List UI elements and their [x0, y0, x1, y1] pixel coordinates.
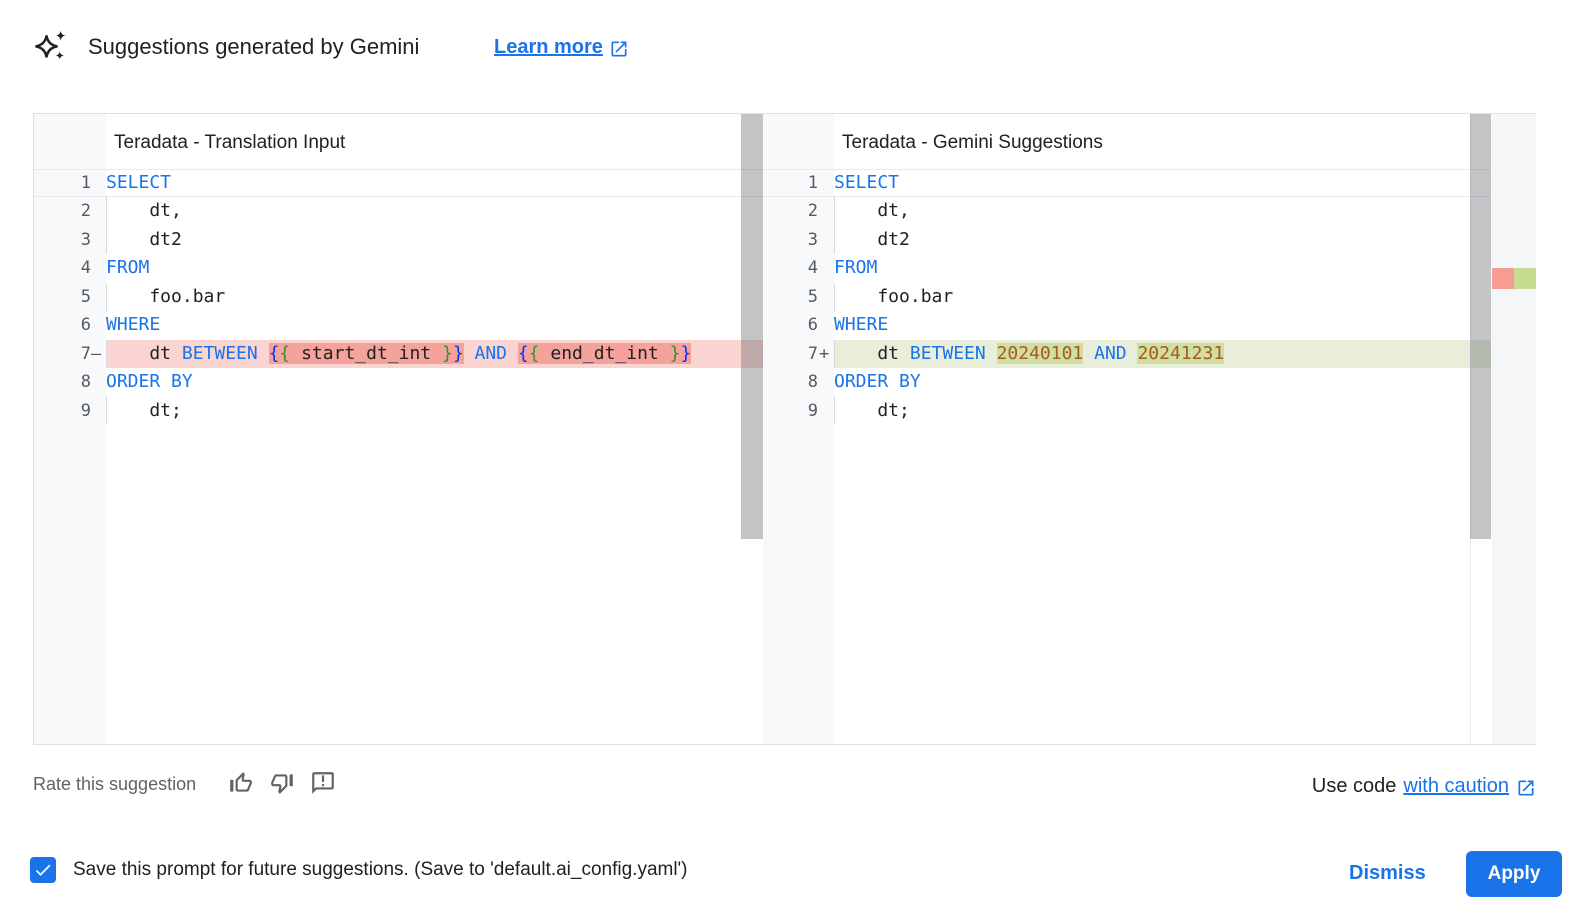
code-line: 4 FROM — [34, 254, 763, 282]
line-number: 7— — [34, 340, 106, 368]
translation-input-editor: Teradata - Translation Input 1 SELECT 2 dt… — [34, 114, 763, 744]
gemini-suggestions-editor: Teradata - Gemini Suggestions 1 SELECT 2 d… — [763, 114, 1536, 744]
code-text: SELECT — [106, 172, 172, 193]
code-text: dt2 — [106, 225, 763, 255]
line-number: 2 — [807, 201, 818, 222]
diff-viewer: Teradata - Translation Input 1 SELECT 2 dt… — [33, 113, 1536, 745]
code-line: 5 foo.bar — [34, 282, 763, 312]
line-number: 3 — [807, 229, 818, 250]
learn-more-label: Learn more — [494, 36, 603, 58]
code-text: dt BETWEEN 20240101 AND 20241231 — [834, 339, 1491, 369]
code-text: FROM — [834, 257, 878, 279]
code-text: WHERE — [106, 314, 161, 336]
right-scrollbar-thumb[interactable] — [1470, 114, 1491, 539]
code-text: dt, — [106, 197, 763, 227]
code-text: foo.bar — [834, 282, 1491, 312]
code-text: dt BETWEEN {{ start_dt_int }} AND {{ end… — [106, 339, 763, 369]
code-line: 5 foo.bar — [763, 282, 1491, 312]
code-line: 8 ORDER BY — [34, 368, 763, 396]
code-text: foo.bar — [106, 282, 763, 312]
line-number: 7+ — [763, 340, 834, 368]
line-number: 6 — [80, 315, 91, 336]
code-text: ORDER BY — [106, 371, 193, 393]
code-text: WHERE — [834, 314, 889, 336]
open-in-new-icon — [1518, 780, 1534, 795]
code-line: 6 WHERE — [34, 311, 763, 339]
feedback-icon — [312, 772, 334, 794]
checkmark-icon — [35, 864, 51, 876]
gemini-sparkle-icon — [35, 30, 66, 60]
line-number: 3 — [80, 229, 91, 250]
code-text: ORDER BY — [834, 371, 921, 393]
code-text: dt; — [834, 396, 1491, 426]
scrollbar-edge-line — [1470, 114, 1471, 744]
line-number: 8 — [80, 372, 91, 393]
code-text: dt2 — [834, 225, 1491, 255]
line-number: 2 — [80, 201, 91, 222]
line-number-gutter — [34, 114, 106, 744]
code-text: dt; — [106, 396, 763, 426]
line-number: 8 — [807, 372, 818, 393]
code-line: 1 SELECT — [763, 169, 1491, 198]
thumbs-down-button[interactable] — [268, 769, 296, 797]
learn-more-link[interactable]: Learn more — [494, 34, 629, 61]
diff-overview-ruler[interactable] — [1491, 114, 1536, 744]
code-text: dt, — [834, 197, 1491, 227]
feedback-button[interactable] — [309, 769, 337, 797]
thumb-up-icon — [230, 772, 252, 792]
left-editor-title: Teradata - Translation Input — [114, 132, 346, 153]
line-number: 4 — [80, 258, 91, 279]
line-number: 4 — [807, 258, 818, 279]
line-number: 1 — [80, 173, 91, 193]
code-line: 6 WHERE — [763, 311, 1491, 339]
rate-icons — [227, 769, 337, 797]
line-number: 5 — [80, 286, 91, 307]
line-number: 1 — [807, 173, 818, 193]
line-number: 5 — [807, 286, 818, 307]
code-line: 3 dt2 — [763, 225, 1491, 255]
dismiss-button[interactable]: Dismiss — [1349, 862, 1426, 884]
line-number: 9 — [80, 400, 91, 421]
code-line: 2 dt, — [34, 197, 763, 227]
removed-line-marker: — — [91, 343, 102, 364]
apply-button[interactable]: Apply — [1466, 851, 1562, 897]
save-prompt-checkbox[interactable] — [30, 856, 56, 883]
right-editor-title: Teradata - Gemini Suggestions — [842, 132, 1103, 153]
use-code-prefix: Use code — [1311, 775, 1397, 797]
thumb-down-icon — [271, 774, 293, 794]
use-code-caution: Use code with caution — [1312, 773, 1536, 800]
code-line: 9 dt; — [34, 396, 763, 426]
code-line: 7— dt BETWEEN {{ start_dt_int }} AND {{ … — [34, 339, 763, 369]
thumbs-up-button[interactable] — [227, 769, 255, 797]
line-number-gutter — [763, 114, 834, 744]
code-line: 9 dt; — [763, 396, 1491, 426]
overview-removed-mark — [1492, 268, 1514, 289]
code-line: 2 dt, — [763, 197, 1491, 227]
line-number: 9 — [807, 400, 818, 421]
line-number: 6 — [807, 315, 818, 336]
overview-added-mark — [1514, 268, 1536, 289]
rate-suggestion-label: Rate this suggestion — [33, 774, 197, 794]
left-scrollbar-thumb[interactable] — [741, 114, 763, 539]
page-title: Suggestions generated by Gemini — [88, 34, 420, 59]
with-caution-link[interactable]: with caution — [1403, 775, 1509, 797]
code-line: 4 FROM — [763, 254, 1491, 282]
code-line: 7+ dt BETWEEN 20240101 AND 20241231 — [763, 339, 1491, 369]
open-in-new-icon — [611, 41, 627, 56]
code-text: FROM — [106, 257, 150, 279]
code-line: 1 SELECT — [34, 169, 763, 198]
added-line-marker: + — [819, 343, 830, 364]
save-prompt-row: Save this prompt for future suggestions.… — [30, 856, 688, 883]
code-text: SELECT — [834, 172, 900, 193]
save-prompt-label: Save this prompt for future suggestions.… — [73, 859, 688, 880]
code-line: 8 ORDER BY — [763, 368, 1491, 396]
code-line: 3 dt2 — [34, 225, 763, 255]
